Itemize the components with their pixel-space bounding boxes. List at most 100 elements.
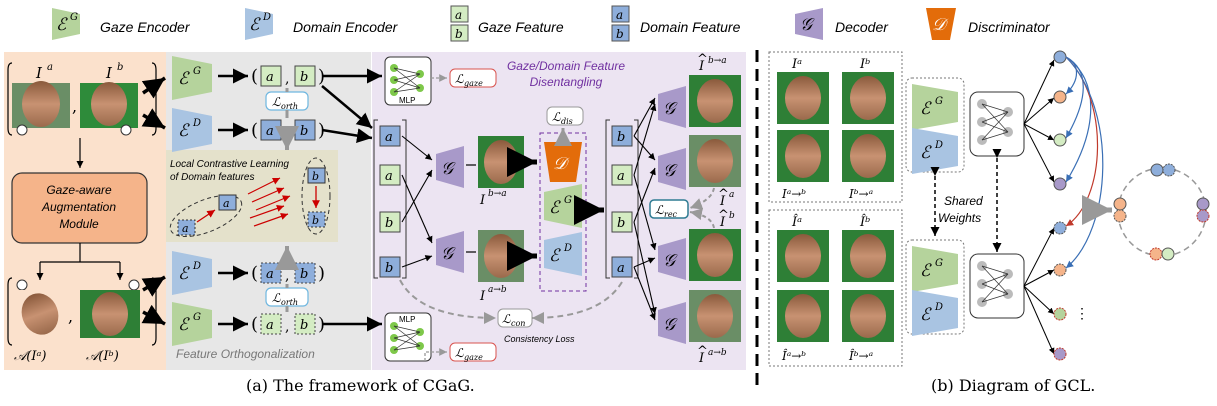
svg-text:con: con xyxy=(511,319,525,328)
svg-text:D: D xyxy=(563,243,572,254)
svg-text:b→a: b→a xyxy=(488,189,507,199)
svg-text:ℒ: ℒ xyxy=(502,312,511,326)
svg-text:G: G xyxy=(193,66,201,77)
gcl-feature-nodes xyxy=(1053,50,1067,361)
svg-text:Gaze-aware: Gaze-aware xyxy=(46,183,112,197)
augmented-face-b xyxy=(80,290,140,338)
svg-text:Iᵃ→ᵇ: Iᵃ→ᵇ xyxy=(781,187,806,201)
shared-weights-label: Shared xyxy=(944,194,983,208)
domain-feature-b-icon xyxy=(611,24,630,42)
svg-text:b: b xyxy=(455,27,463,41)
svg-text:(: ( xyxy=(251,314,258,335)
gaze-encoder-bottom: ℰ G xyxy=(172,302,212,346)
gaze-loss-bottom: ℒ gaze xyxy=(449,342,497,362)
svg-text:a: a xyxy=(266,124,274,139)
legend-gaze-encoder-label: Gaze Encoder xyxy=(100,19,191,35)
legend-domain-encoder-label: Domain Encoder xyxy=(293,19,399,35)
svg-text:rec: rec xyxy=(664,210,678,219)
svg-text:ℰ: ℰ xyxy=(178,315,190,335)
svg-text:of Domain features: of Domain features xyxy=(170,172,255,183)
svg-text:a: a xyxy=(266,267,274,282)
svg-text:𝒢: 𝒢 xyxy=(800,15,815,35)
svg-text:ℰ: ℰ xyxy=(549,246,561,266)
svg-text:ℰ: ℰ xyxy=(920,261,932,281)
svg-text:^: ^ xyxy=(718,187,729,202)
orth-loss-bottom: ℒ orth xyxy=(265,287,309,307)
legend-domain-feature-label: Domain Feature xyxy=(640,19,741,35)
svg-text:(: ( xyxy=(251,263,258,284)
svg-text:ℒ: ℒ xyxy=(655,203,664,217)
svg-text:Local Contrastive Learning: Local Contrastive Learning xyxy=(170,159,289,170)
svg-text:D: D xyxy=(934,140,943,151)
svg-text:a: a xyxy=(47,62,53,73)
legend-decoder: 𝒢 Decoder xyxy=(795,8,889,40)
svg-text:I: I xyxy=(479,289,486,304)
domain-feature-aug-a xyxy=(177,219,196,236)
svg-text:I: I xyxy=(698,59,705,74)
svg-text:a: a xyxy=(616,8,623,22)
domain-feature-aug-b xyxy=(307,211,326,228)
domain-feature-a-icon xyxy=(611,5,630,23)
svg-text:b: b xyxy=(117,62,123,73)
gcl-aug-face-a xyxy=(777,230,829,282)
svg-text:a: a xyxy=(266,318,274,333)
domain-encoder-icon xyxy=(245,8,273,40)
svg-text:a: a xyxy=(455,8,462,22)
legend-gaze-feature-label: Gaze Feature xyxy=(478,19,564,35)
legend-gaze-encoder: ℰ G Gaze Encoder xyxy=(52,8,191,40)
consistency-loss-label: Consistency Loss xyxy=(504,334,575,344)
svg-text:,: , xyxy=(285,71,289,87)
reconstructed-face-a xyxy=(689,135,741,187)
cluster-a xyxy=(169,194,243,238)
svg-text:Weights: Weights xyxy=(938,211,981,225)
svg-text:b: b xyxy=(385,261,393,276)
domain-encoder-reencode: ℰ D xyxy=(544,232,582,276)
svg-text:ℒ: ℒ xyxy=(552,110,561,124)
svg-text:𝒟: 𝒟 xyxy=(553,154,570,174)
svg-text:b→a: b→a xyxy=(708,56,727,66)
gaze-encoder-icon xyxy=(52,8,80,40)
face-image-a xyxy=(12,81,70,128)
svg-text:b: b xyxy=(385,216,393,231)
legend-gaze-encoder-symbol: ℰ xyxy=(56,15,68,35)
rec-loss: ℒ rec xyxy=(649,199,689,219)
svg-text:ℰ: ℰ xyxy=(920,143,932,163)
svg-text:Augmentation: Augmentation xyxy=(41,200,116,214)
face-image-b xyxy=(80,82,138,128)
legend-domain-encoder: ℰ D Domain Encoder xyxy=(245,8,399,40)
gaze-feature-pair-augmented: ( a , b ) xyxy=(251,313,325,335)
decoder-swap-bottom: 𝒢 xyxy=(436,231,464,273)
svg-text:a→b: a→b xyxy=(708,348,727,358)
input-pair-augmented: , 𝒜(Iᵃ) 𝒜(Iᵇ) xyxy=(7,277,157,364)
gcl-aug-face-b xyxy=(842,230,894,282)
decoder-swap-top: 𝒢 xyxy=(436,146,464,188)
svg-text:orth: orth xyxy=(281,102,298,111)
repulsion-arrows xyxy=(247,177,291,227)
svg-text:𝒢: 𝒢 xyxy=(441,159,456,179)
svg-text:ℒ: ℒ xyxy=(455,346,464,360)
legend-discriminator: 𝒟 Discriminator xyxy=(926,8,1051,40)
legend: ℰ G Gaze Encoder ℰ D Domain Encoder a b … xyxy=(52,5,1051,42)
svg-text:ℒ: ℒ xyxy=(272,291,281,305)
svg-text:b: b xyxy=(729,211,735,221)
decoder-output-3: 𝒢 xyxy=(658,238,686,280)
svg-text:b: b xyxy=(300,318,308,333)
legend-decoder-label: Decoder xyxy=(835,19,889,35)
svg-text:Module: Module xyxy=(59,217,99,231)
svg-text:ℰ: ℰ xyxy=(178,69,190,89)
svg-text:MLP: MLP xyxy=(399,96,415,105)
input-pair-original: I a I b , xyxy=(7,62,157,136)
svg-text:^: ^ xyxy=(697,52,708,67)
gcl-network-bottom xyxy=(969,253,1025,319)
gaze-feature-b-icon xyxy=(450,24,469,42)
output-face-ba xyxy=(689,75,741,127)
svg-text:gaze: gaze xyxy=(464,79,483,88)
svg-text:D: D xyxy=(192,118,201,129)
svg-text:Disentangling: Disentangling xyxy=(530,75,603,89)
gaze-direction-icon xyxy=(16,279,28,291)
svg-text:I: I xyxy=(719,215,726,230)
svg-text:G: G xyxy=(564,195,572,206)
svg-text:D: D xyxy=(934,302,943,313)
decoder-output-1: 𝒢 xyxy=(658,86,686,128)
